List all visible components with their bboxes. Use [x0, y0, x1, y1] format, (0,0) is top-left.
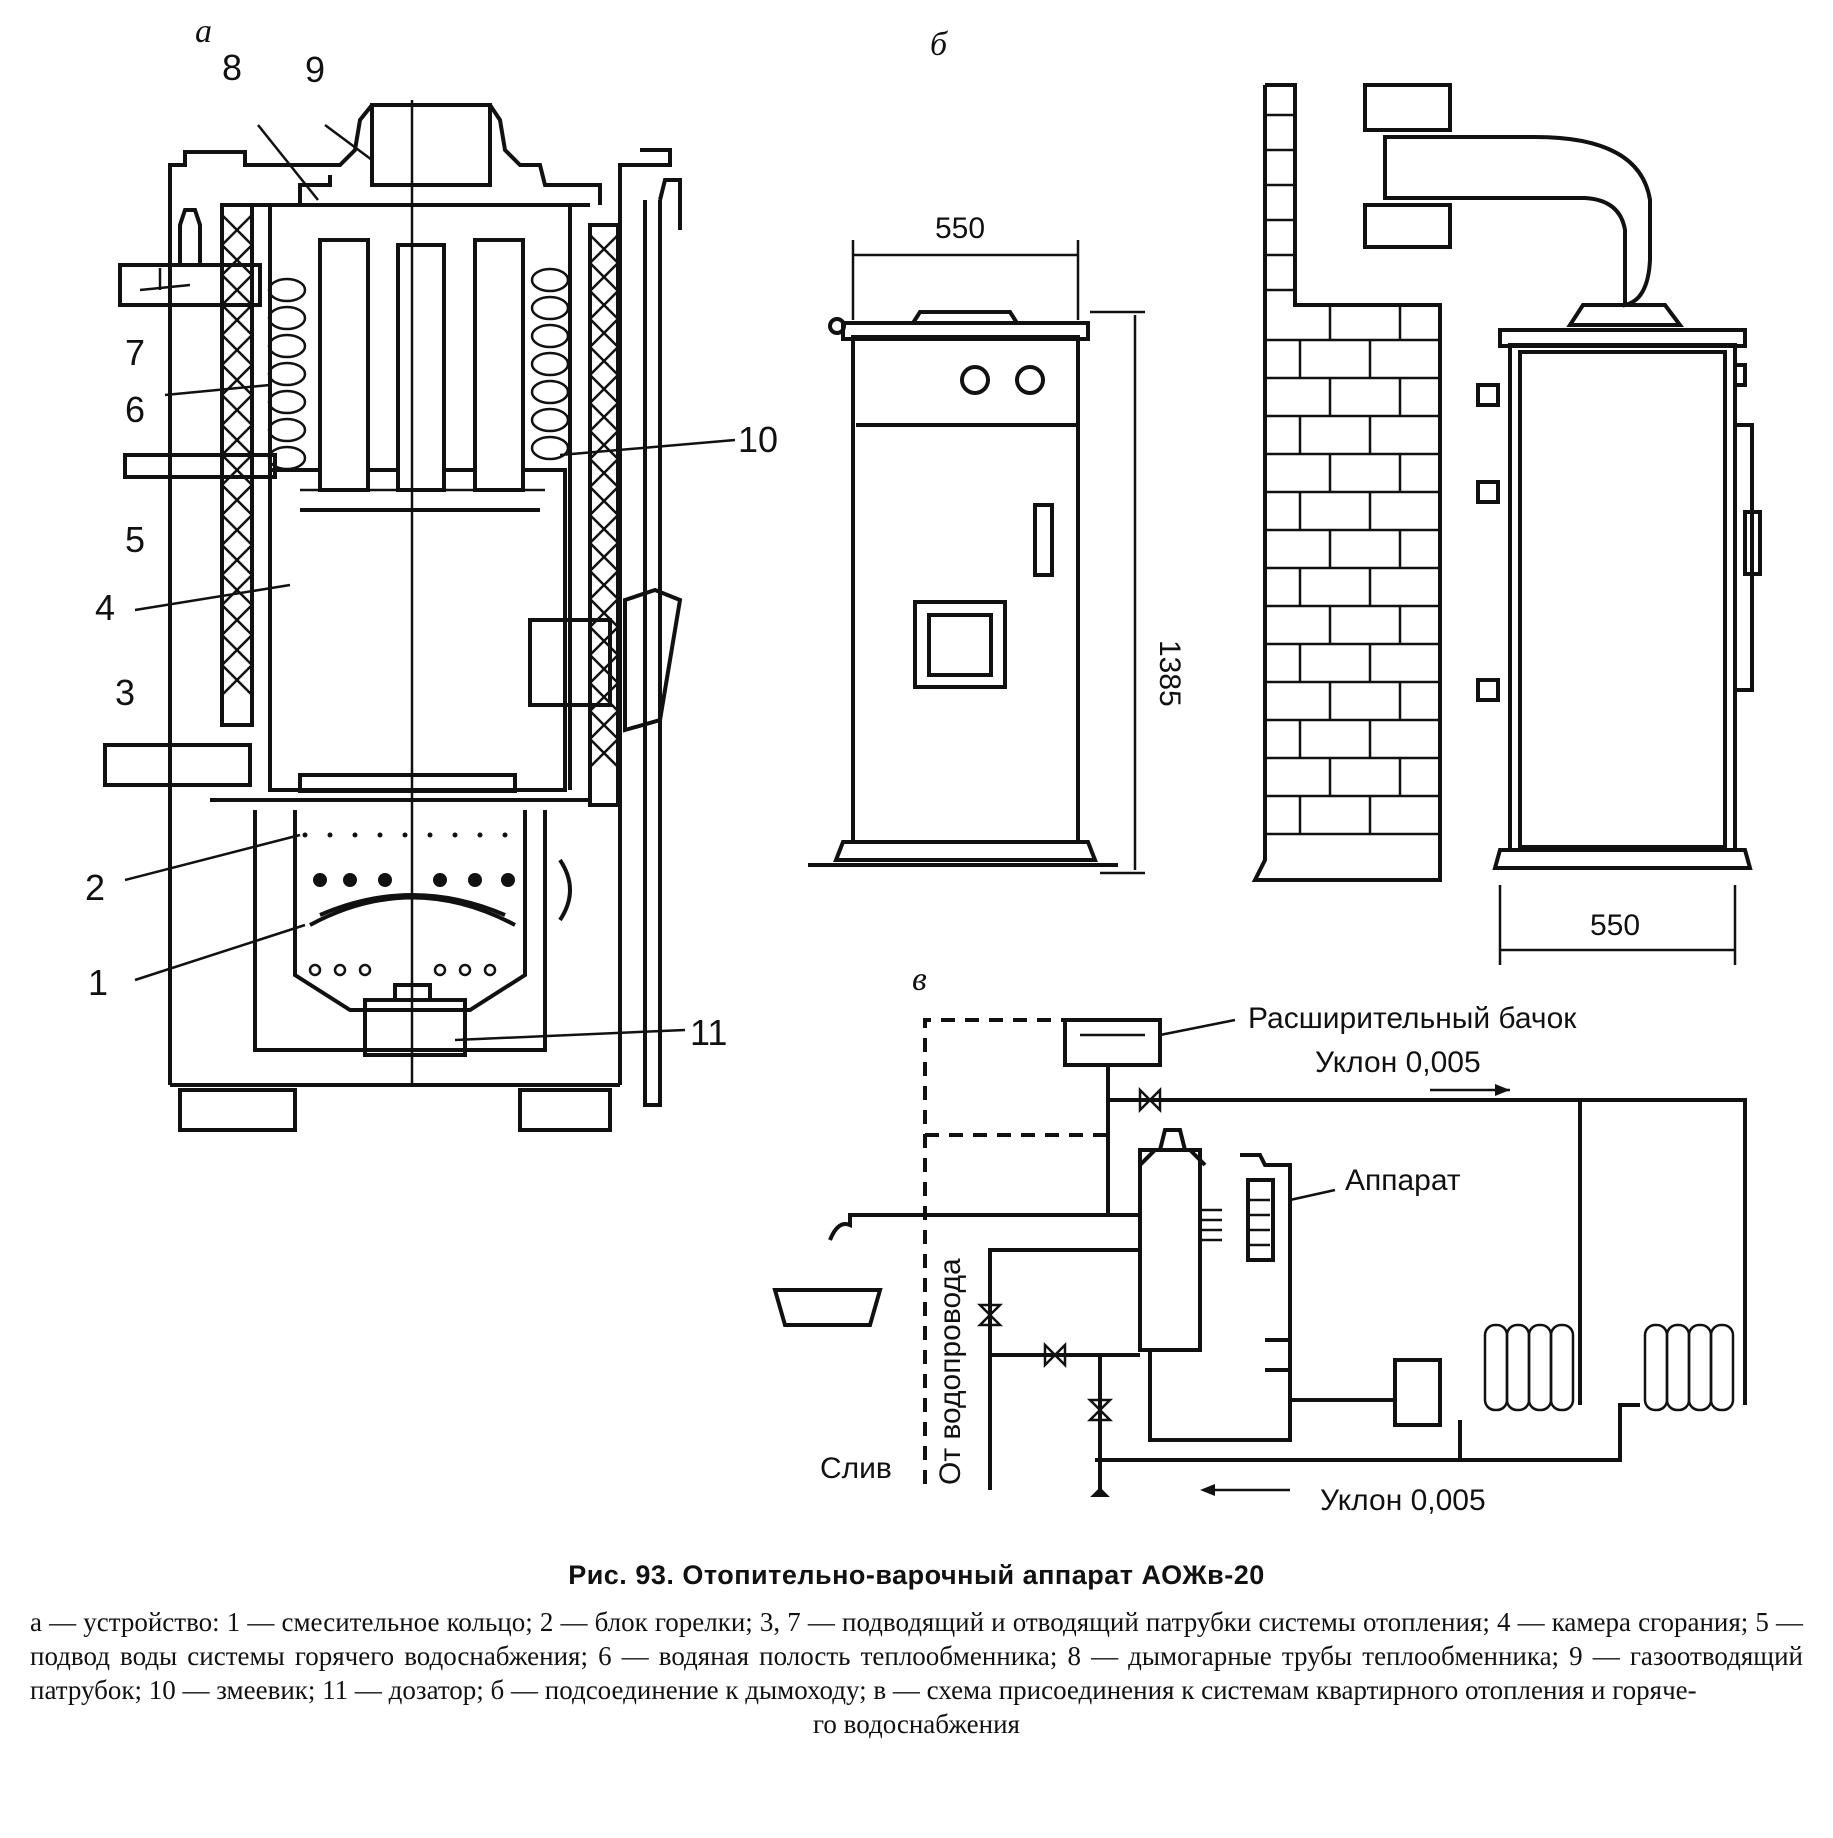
- callout-4: 4: [95, 587, 115, 628]
- radiator-1: [1483, 1323, 1575, 1412]
- panel-label-v: в: [912, 961, 927, 998]
- callout-8: 8: [222, 47, 242, 88]
- burner-ports: [313, 873, 515, 887]
- callout-5: 5: [125, 519, 145, 560]
- dimension-width-front: 550: [935, 212, 985, 245]
- label-apparatus: Аппарат: [1345, 1164, 1461, 1197]
- panel-b-views: [808, 83, 1762, 965]
- callout-6: 6: [125, 389, 145, 430]
- callout-1: 1: [88, 962, 108, 1003]
- caption-body: а — устройство: 1 — смесительное кольцо;…: [30, 1607, 1803, 1705]
- panel-label-a: а: [195, 13, 212, 50]
- figure-caption: Рис. 93. Отопительно-варочный аппарат АО…: [30, 1560, 1803, 1741]
- panel-a-callouts: [124, 123, 736, 1042]
- panel-a-section: [103, 100, 683, 1132]
- label-slope-bottom: Уклон 0,005: [1320, 1484, 1486, 1517]
- panel-label-b: б: [930, 26, 949, 63]
- callout-2: 2: [85, 867, 105, 908]
- callout-9: 9: [305, 49, 325, 90]
- callout-11: 11: [690, 1012, 727, 1053]
- label-expansion-tank: Расширительный бачок: [1248, 1002, 1577, 1035]
- caption-last-line: го водоснабжения: [813, 1709, 1020, 1739]
- label-from-water-supply: От водопровода: [934, 1258, 967, 1485]
- callout-3: 3: [115, 672, 135, 713]
- callout-10: 10: [738, 419, 778, 460]
- label-drain: Слив: [820, 1452, 892, 1485]
- callout-7: 7: [125, 332, 145, 373]
- diagram-figure: а б в 8 9 7 6 5 4 3 2 1 10 11 550 1385 5…: [85, 13, 1762, 1517]
- radiator-2: [1643, 1323, 1735, 1412]
- dimension-height: 1385: [1153, 640, 1186, 707]
- panel-v-scheme: [772, 1018, 1747, 1497]
- label-slope-top: Уклон 0,005: [1315, 1046, 1481, 1079]
- dimension-width-side: 550: [1590, 909, 1640, 942]
- caption-title: Рис. 93. Отопительно-варочный аппарат АО…: [568, 1560, 1265, 1590]
